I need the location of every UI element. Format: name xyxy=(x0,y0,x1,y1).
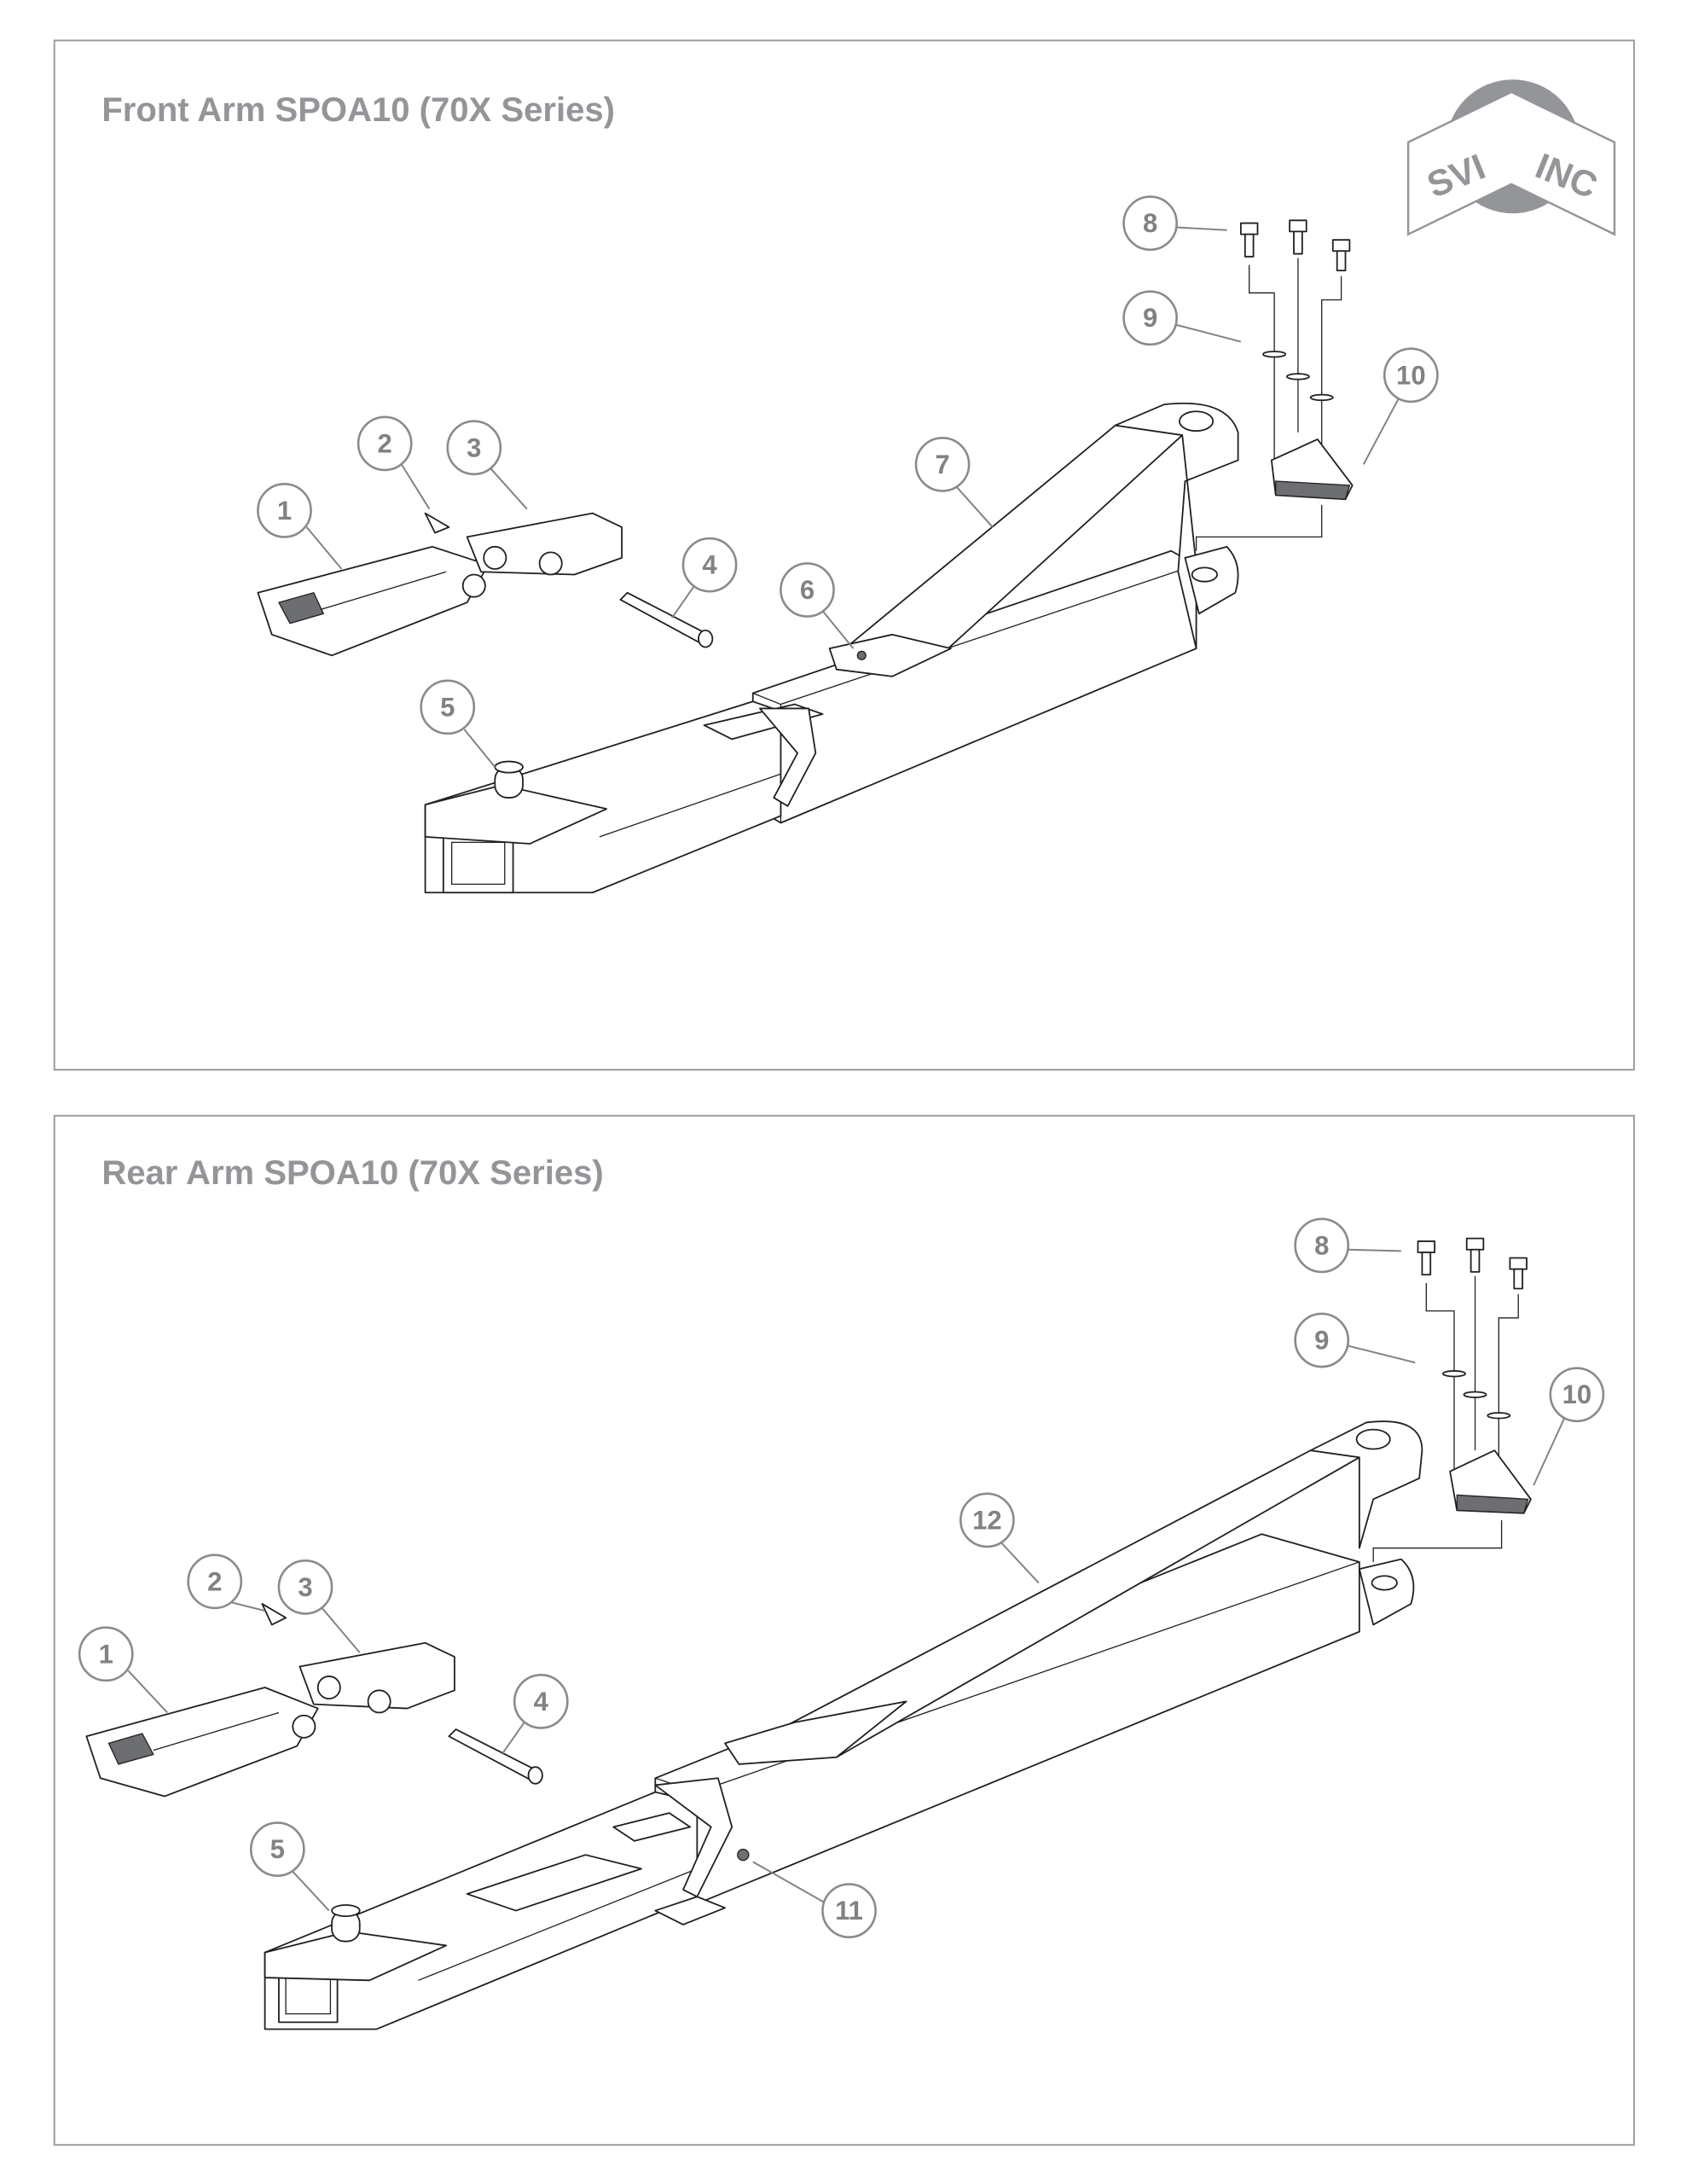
clip-2-rear xyxy=(261,1603,287,1626)
svi-logo: SVI INC xyxy=(1406,79,1616,236)
callout-9: 9 xyxy=(1294,1312,1350,1368)
pad-3 xyxy=(466,512,623,576)
callout-8: 8 xyxy=(1122,195,1179,251)
callout-10: 10 xyxy=(1549,1367,1605,1423)
pad-3-rear xyxy=(299,1641,455,1714)
pad-plate xyxy=(424,784,607,845)
callout-1: 1 xyxy=(257,482,312,538)
svg-text:6: 6 xyxy=(800,575,815,605)
front-arm-panel: Front Arm SPOA10 (70X Series) SVI INC xyxy=(53,39,1635,1071)
svg-text:10: 10 xyxy=(1396,360,1426,390)
svg-text:5: 5 xyxy=(440,692,455,722)
svg-text:3: 3 xyxy=(298,1572,312,1602)
rear-arm-panel: Rear Arm SPOA10 (70X Series) xyxy=(53,1114,1635,2146)
clip-2 xyxy=(424,512,450,534)
svg-text:4: 4 xyxy=(702,550,717,580)
pin-4-rear xyxy=(448,1728,543,1785)
callout-4: 4 xyxy=(681,537,738,593)
pin-4 xyxy=(619,591,714,648)
pad-1 xyxy=(257,545,490,657)
svg-text:10: 10 xyxy=(1562,1380,1592,1409)
svg-text:8: 8 xyxy=(1143,208,1157,238)
svg-text:1: 1 xyxy=(99,1639,113,1669)
svg-text:3: 3 xyxy=(467,433,481,462)
hardware-8-9-10-rear xyxy=(1372,1237,1532,1562)
callout-5: 5 xyxy=(420,679,476,735)
svg-text:8: 8 xyxy=(1314,1230,1329,1260)
callout-7: 7 xyxy=(914,437,971,492)
callout-6: 6 xyxy=(780,562,835,618)
svg-text:2: 2 xyxy=(378,428,392,458)
pad-1-rear xyxy=(85,1687,319,1798)
svg-text:7: 7 xyxy=(935,450,949,479)
inner-tube xyxy=(424,700,782,894)
hardware-8-9-10 xyxy=(1195,219,1354,551)
svg-text:2: 2 xyxy=(207,1566,222,1596)
svg-text:9: 9 xyxy=(1143,303,1157,333)
callout-2: 2 xyxy=(187,1554,243,1610)
callout-4: 4 xyxy=(513,1674,569,1729)
svg-text:5: 5 xyxy=(270,1834,285,1864)
callout-9: 9 xyxy=(1122,290,1179,346)
front-arm-assembly xyxy=(424,402,1239,894)
svg-text:4: 4 xyxy=(534,1687,549,1716)
rear-arm-assembly xyxy=(264,1420,1423,2030)
callout-5: 5 xyxy=(249,1821,305,1878)
callout-10: 10 xyxy=(1383,347,1439,404)
svg-text:9: 9 xyxy=(1314,1325,1329,1355)
callout-2: 2 xyxy=(357,415,413,472)
rear-arm-title: Rear Arm SPOA10 (70X Series) xyxy=(101,1154,603,1192)
callout-11: 11 xyxy=(821,1883,877,1938)
callout-3: 3 xyxy=(446,420,502,476)
callout-3: 3 xyxy=(277,1559,333,1615)
svg-text:11: 11 xyxy=(835,1896,863,1926)
callout-8: 8 xyxy=(1294,1217,1350,1274)
callout-1: 1 xyxy=(78,1626,134,1682)
callout-12: 12 xyxy=(959,1492,1015,1548)
svg-text:12: 12 xyxy=(972,1505,1002,1535)
svg-text:1: 1 xyxy=(277,496,292,526)
front-arm-title: Front Arm SPOA10 (70X Series) xyxy=(101,91,615,129)
